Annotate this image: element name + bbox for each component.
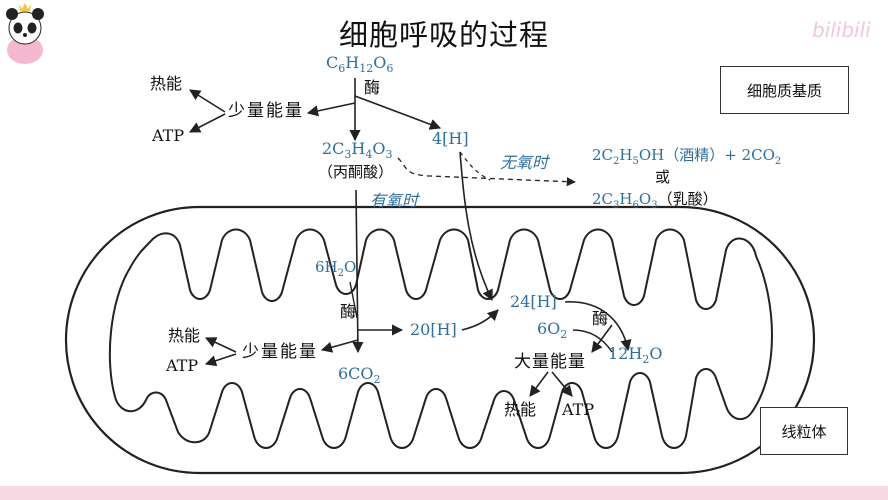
mito-enzyme-label: 酶 bbox=[340, 302, 357, 321]
bottom-band bbox=[0, 486, 888, 500]
pyruvate-to-co2-arrow bbox=[352, 189, 364, 354]
cytoplasm-box: 细胞质基质 bbox=[720, 66, 849, 114]
diagram-title: 细胞呼吸的过程 bbox=[338, 18, 549, 52]
heat-label: 热能 bbox=[150, 74, 183, 93]
to-4h-arrow bbox=[354, 95, 442, 130]
mito-small-energy-label: 少量能量 bbox=[242, 342, 318, 362]
nadh-24h-label: 24[H] bbox=[510, 292, 557, 311]
24h-to-water-arrow bbox=[564, 301, 632, 352]
to-atp2-arrow bbox=[551, 371, 573, 397]
to-heat2-arrow bbox=[529, 371, 549, 397]
pyruvate-formula: 2C3H4O3 bbox=[322, 139, 393, 162]
or-label: 或 bbox=[655, 168, 671, 186]
anaerobic-dashed-arrow bbox=[397, 157, 576, 187]
mitochondrion-inner-membrane bbox=[108, 228, 773, 449]
aerobic-label: 有氧时 bbox=[370, 191, 419, 210]
to-atp-arrow bbox=[189, 113, 226, 133]
mito-heat2-label: 热能 bbox=[504, 400, 537, 419]
to-large-energy-arrow bbox=[591, 324, 613, 353]
enzyme-label: 酶 bbox=[364, 78, 381, 97]
20h-to-24h-arrow bbox=[461, 309, 499, 331]
water-in-line bbox=[349, 281, 358, 319]
mitochondrion-box: 线粒体 bbox=[760, 407, 848, 455]
mito-enzyme2-label: 酶 bbox=[592, 309, 609, 328]
oxygen-formula: 6O2 bbox=[537, 319, 568, 342]
to-small-energy-arrow bbox=[306, 102, 356, 117]
nadh-20h-label: 20[H] bbox=[410, 320, 457, 339]
mito-atp2-label: ATP bbox=[562, 400, 595, 419]
to-heat-arrow bbox=[189, 89, 226, 113]
oxygen-join-line bbox=[572, 329, 613, 353]
mitochondrion-outer-membrane bbox=[64, 205, 816, 475]
to-mito-small-energy-arrow bbox=[320, 339, 359, 353]
water-in-formula: 6H2O bbox=[315, 258, 357, 279]
co2-formula: 6CO2 bbox=[338, 364, 381, 387]
mito-atp-label: ATP bbox=[166, 356, 199, 375]
water-out-formula: 12H2O bbox=[608, 344, 663, 367]
anaerobic-4h-dashed bbox=[459, 151, 491, 181]
small-energy-label: 少量能量 bbox=[228, 101, 304, 121]
watermark-text: bilibili bbox=[812, 18, 871, 42]
mito-heat-label: 热能 bbox=[168, 326, 201, 345]
ethanol-equation: 2C2H5OH（酒精）+ 2CO2 bbox=[592, 146, 782, 167]
panda-mascot-icon bbox=[6, 3, 44, 64]
large-energy-label: 大量能量 bbox=[514, 352, 586, 372]
anaerobic-label: 无氧时 bbox=[500, 153, 549, 172]
pyruvate-name: （丙酮酸） bbox=[318, 163, 394, 181]
atp-label: ATP bbox=[152, 126, 185, 145]
nadh-4h-label: 4[H] bbox=[432, 129, 469, 148]
lactic-equation: 2C3H6O3（乳酸） bbox=[592, 190, 718, 211]
4h-to-24h-arrow bbox=[459, 151, 493, 302]
to-mito-heat-arrow bbox=[204, 337, 237, 353]
to-mito-atp-arrow bbox=[204, 353, 237, 367]
glucose-formula: C6H12O6 bbox=[326, 53, 394, 76]
